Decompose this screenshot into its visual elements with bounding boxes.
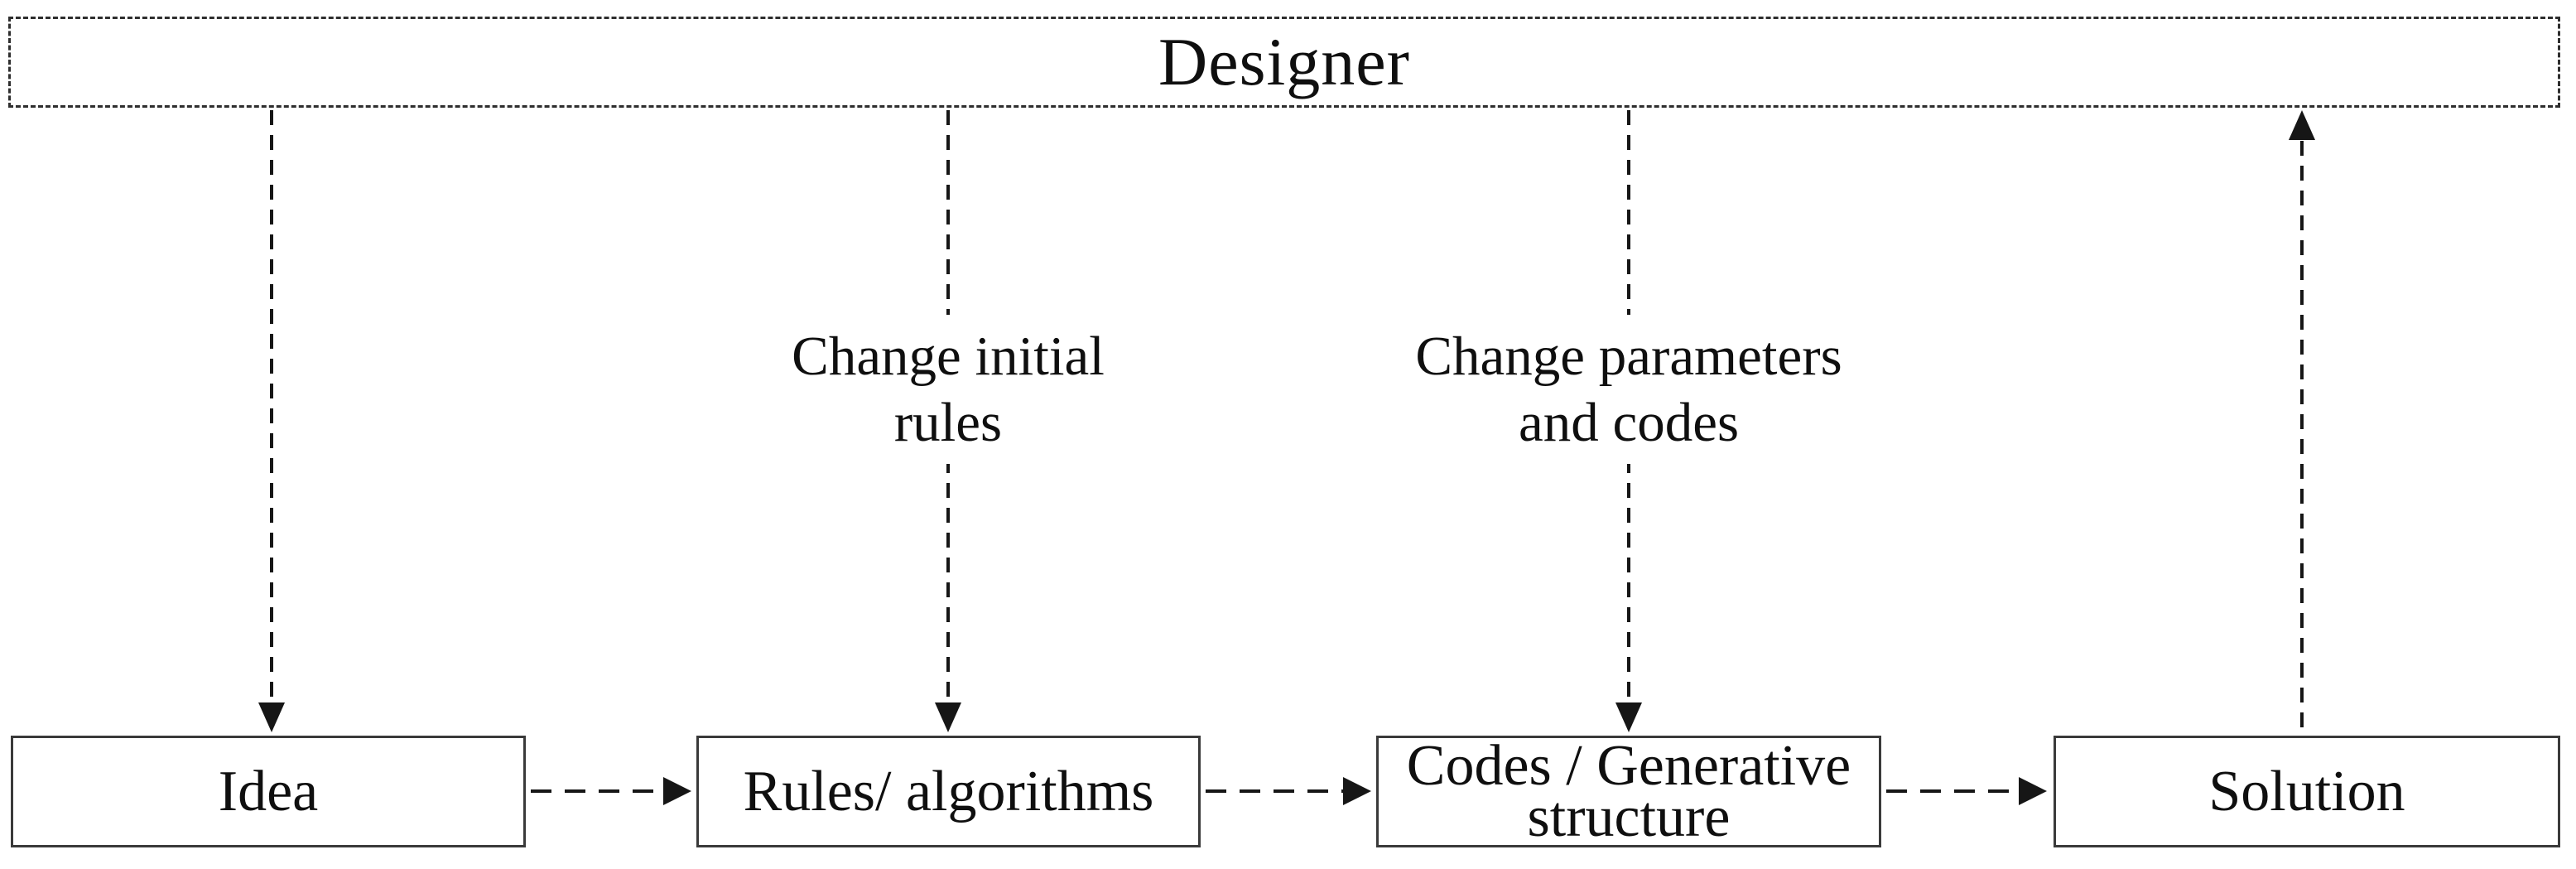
dashed-line-rules-to-codes <box>1206 789 1343 793</box>
arrowhead-right-icon <box>2019 777 2047 805</box>
idea-label: Idea <box>218 759 319 823</box>
solution-label: Solution <box>2208 759 2405 823</box>
rules-algorithms-box: Rules/ algorithms <box>696 736 1201 847</box>
codes-generative-structure-box: Codes / Generative structure <box>1376 736 1881 847</box>
arrowhead-right-icon <box>1343 777 1371 805</box>
label-change-parameters-and-codes: Change parameters and codes <box>1394 315 1864 464</box>
dashed-line-solution-to-designer <box>2300 141 2304 736</box>
rules-algorithms-label: Rules/ algorithms <box>743 759 1154 823</box>
arrowhead-down-icon <box>258 702 285 732</box>
dashed-line-codes-to-solution <box>1886 789 2019 793</box>
dashed-line-designer-to-idea <box>270 110 273 702</box>
designer-label: Designer <box>1158 24 1410 99</box>
designer-box: Designer <box>8 17 2560 108</box>
idea-box: Idea <box>11 736 526 847</box>
arrowhead-up-icon <box>2289 110 2315 140</box>
codes-generative-structure-label: Codes / Generative structure <box>1406 733 1851 849</box>
arrowhead-down-icon <box>935 702 961 732</box>
solution-box: Solution <box>2054 736 2560 847</box>
label-change-initial-rules: Change initial rules <box>770 315 1126 464</box>
arrowhead-down-icon <box>1615 702 1642 732</box>
arrowhead-right-icon <box>663 777 691 805</box>
dashed-line-idea-to-rules <box>531 789 663 793</box>
